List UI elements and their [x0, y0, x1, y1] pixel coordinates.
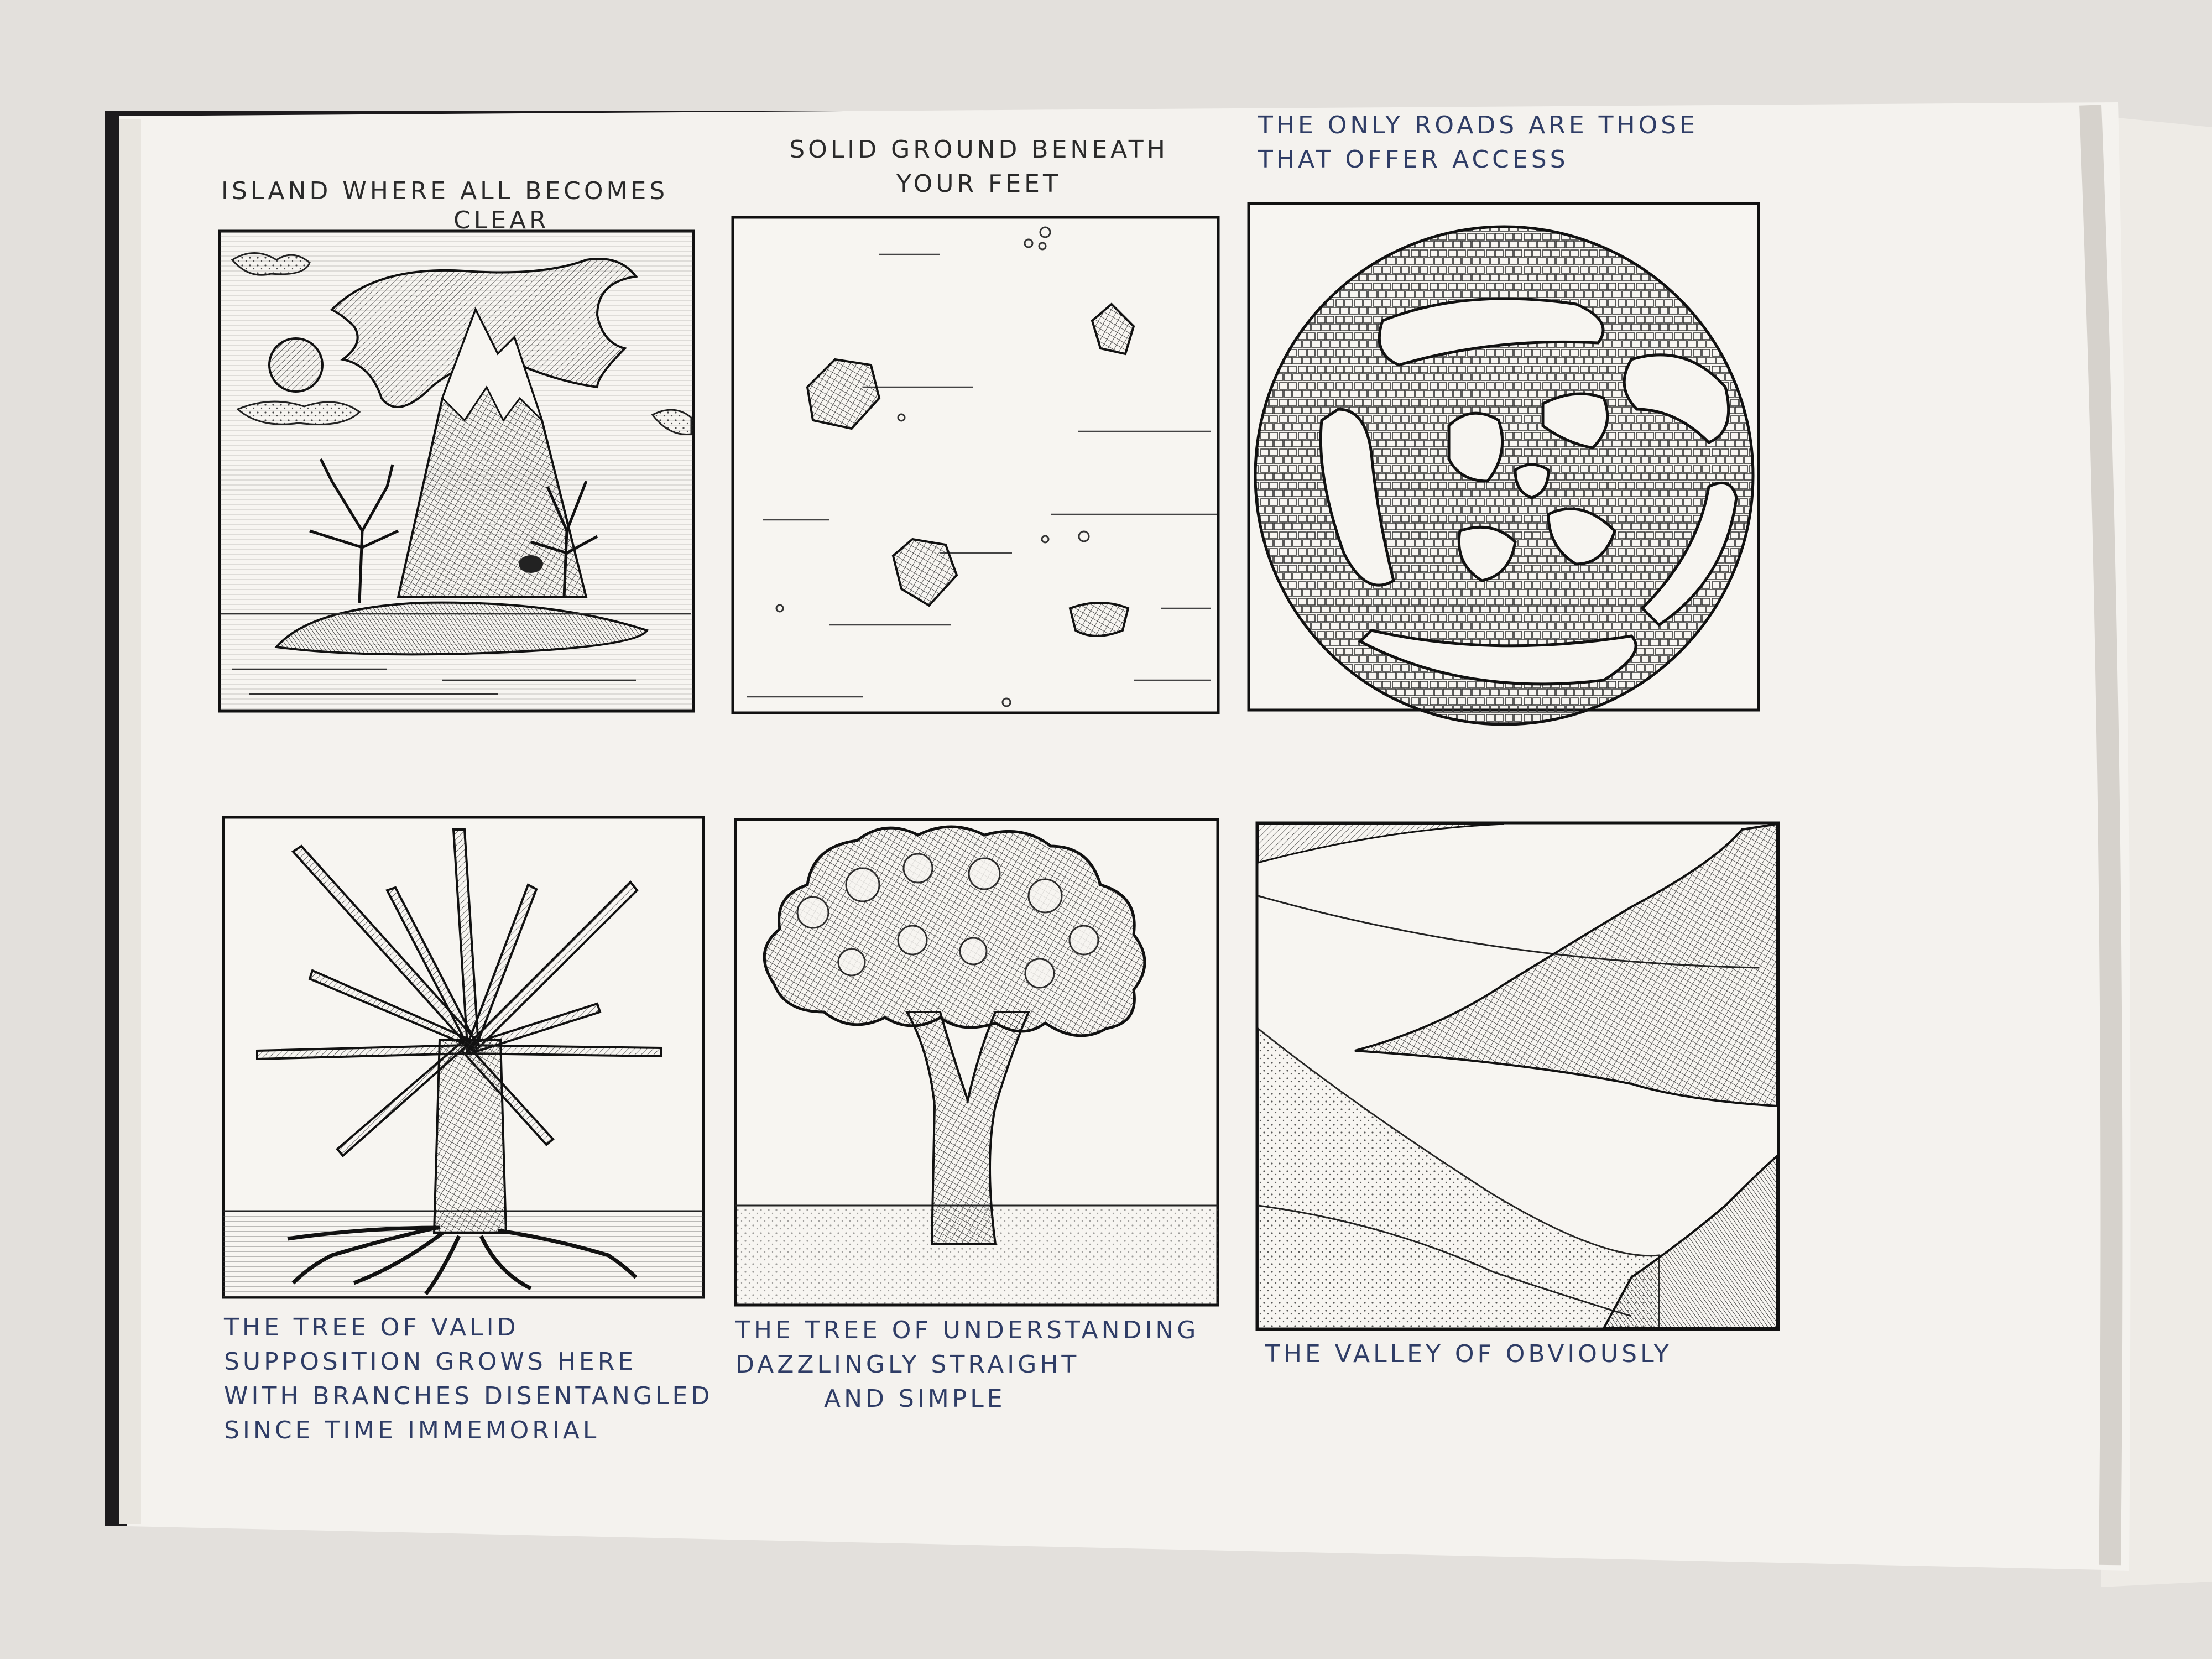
bare-tree-drawing	[530, 481, 598, 598]
road-wheel	[1254, 225, 1755, 726]
tree-roots	[287, 1225, 638, 1296]
page-fold-shadow	[2079, 105, 2123, 1566]
caption-line: AND SIMPLE	[824, 1385, 1006, 1413]
ground-lines	[747, 253, 1217, 698]
caption-island: ISLAND WHERE ALL BECOMES CLEAR	[221, 174, 697, 233]
road-gap	[1319, 408, 1395, 587]
far-hill	[1257, 823, 1505, 864]
caption-line: THAT OFFER ACCESS	[1258, 145, 1569, 174]
sun-drawing	[268, 337, 324, 393]
road-gap	[1378, 297, 1605, 367]
caption-valley: THE VALLEY OF OBVIOUSLY	[1265, 1337, 1785, 1371]
right-mountain	[1354, 822, 1778, 1108]
road-gap	[1640, 481, 1738, 627]
inner-gap	[1457, 525, 1517, 582]
panel-island	[218, 229, 695, 713]
caption-line: YOUR FEET	[896, 170, 1061, 198]
cloud-drawing	[231, 252, 311, 276]
caption-roads: THE ONLY ROADS ARE THOSE THAT OFFER ACCE…	[1258, 108, 1767, 177]
water-lines	[221, 613, 691, 695]
panel-valley	[1255, 821, 1780, 1331]
inner-gap	[1447, 411, 1504, 483]
inner-gap	[1547, 507, 1616, 566]
panel-solid-ground	[731, 216, 1220, 714]
caption-line: THE ONLY ROADS ARE THOSE	[1258, 111, 1698, 139]
bare-tree-drawing	[309, 458, 399, 603]
tree-trunk	[905, 1011, 1031, 1245]
caption-line: WITH BRANCHES DISENTANGLED	[224, 1382, 713, 1410]
snow-cap	[441, 307, 543, 422]
inner-gap	[1514, 463, 1550, 499]
tree-trunk	[432, 1039, 508, 1234]
island-ground	[274, 601, 649, 656]
rock-drawing	[1091, 302, 1135, 356]
caption-solid-ground: SOLID GROUND BENEATH YOUR FEET	[730, 133, 1228, 201]
caption-line: THE TREE OF VALID	[224, 1313, 519, 1342]
pebbles	[775, 226, 1090, 707]
caption-line: SUPPOSITION GROWS HERE	[224, 1348, 637, 1376]
cloud-drawing	[236, 400, 361, 425]
caption-line: SINCE TIME IMMEMORIAL	[224, 1416, 600, 1444]
road-gap	[1358, 629, 1637, 686]
caption-tree-valid-supposition: THE TREE OF VALID SUPPOSITION GROWS HERE…	[224, 1311, 722, 1448]
caption-line: ISLAND WHERE ALL BECOMES	[221, 177, 669, 205]
rock-drawing	[1068, 602, 1130, 637]
left-slope	[1257, 1026, 1660, 1329]
caption-tree-understanding: THE TREE OF UNDERSTANDING DAZZLINGLY STR…	[735, 1313, 1244, 1416]
panel-roads	[1247, 202, 1760, 726]
panel-tree-understanding	[734, 818, 1219, 1307]
torn-strip	[119, 119, 141, 1524]
rock-drawing	[891, 538, 958, 607]
caption-line: CLEAR	[453, 206, 550, 234]
caption-line: DAZZLINGLY STRAIGHT	[735, 1350, 1080, 1379]
cave-drawing	[519, 555, 543, 573]
caption-line: SOLID GROUND BENEATH	[789, 135, 1168, 164]
cloud-drawing	[651, 409, 692, 436]
right-foreground-hill	[1601, 1153, 1778, 1329]
rock-drawing	[806, 358, 881, 430]
valley-floor-line	[1258, 1204, 1632, 1317]
caption-line: THE TREE OF UNDERSTANDING	[735, 1316, 1199, 1344]
road-gap	[1623, 353, 1730, 444]
caption-line: THE VALLEY OF OBVIOUSLY	[1265, 1340, 1672, 1368]
inner-gap	[1541, 392, 1609, 450]
panel-tree-valid-supposition	[222, 816, 705, 1299]
crown-highlights	[796, 853, 1099, 989]
